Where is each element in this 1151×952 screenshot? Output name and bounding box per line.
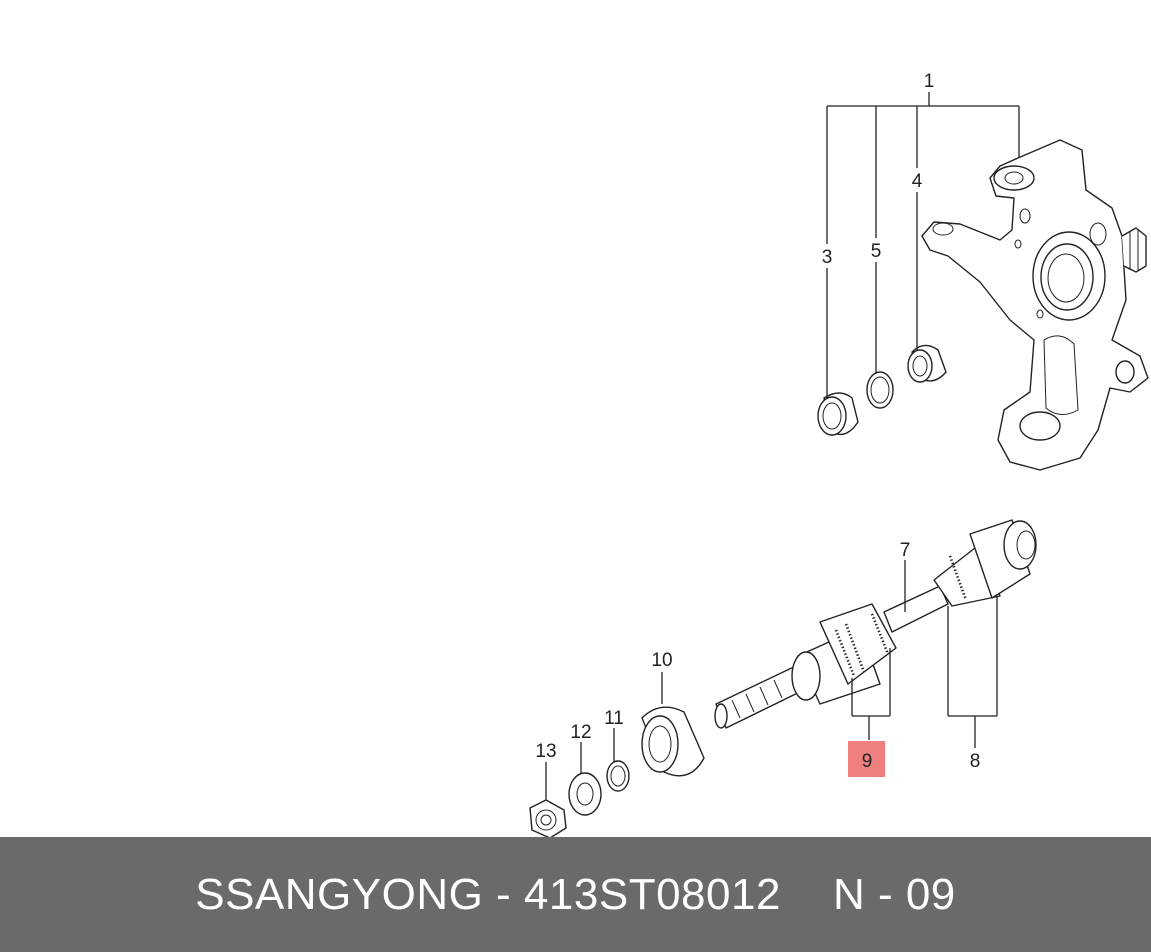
hub-nut-part-13 — [529, 799, 567, 837]
callout-4: 4 — [912, 171, 923, 192]
callout-8: 8 — [970, 751, 981, 772]
dust-seal-part-3 — [817, 392, 859, 436]
wheel-bearing-part-4 — [907, 344, 947, 383]
callout-10: 10 — [651, 650, 672, 671]
part-number-label: SSANGYONG - 413ST08012 — [195, 869, 781, 919]
washer-part-12 — [568, 772, 602, 816]
callout-12: 12 — [570, 722, 591, 743]
snap-ring-part-5 — [866, 371, 894, 409]
drive-shaft — [714, 519, 1037, 729]
callout-1: 1 — [924, 71, 935, 92]
steering-knuckle — [921, 139, 1149, 471]
o-ring-part-11 — [606, 760, 630, 792]
hub-seal-part-10 — [641, 706, 705, 777]
page-reference: N - 09 — [832, 869, 956, 919]
callout-5: 5 — [871, 241, 882, 262]
leader-lines — [545, 92, 1020, 800]
callout-7: 7 — [900, 540, 911, 561]
footer-bar: SSANGYONG - 413ST08012 N - 09 — [0, 837, 1151, 952]
callout-9: 9 — [862, 751, 873, 772]
callout-11: 11 — [604, 708, 624, 729]
callout-3: 3 — [822, 247, 833, 268]
exploded-parts-diagram: 1 4 3 5 7 10 11 12 13 9 8 — [529, 71, 1149, 837]
callout-13: 13 — [535, 741, 556, 762]
highlight-box — [848, 741, 885, 777]
